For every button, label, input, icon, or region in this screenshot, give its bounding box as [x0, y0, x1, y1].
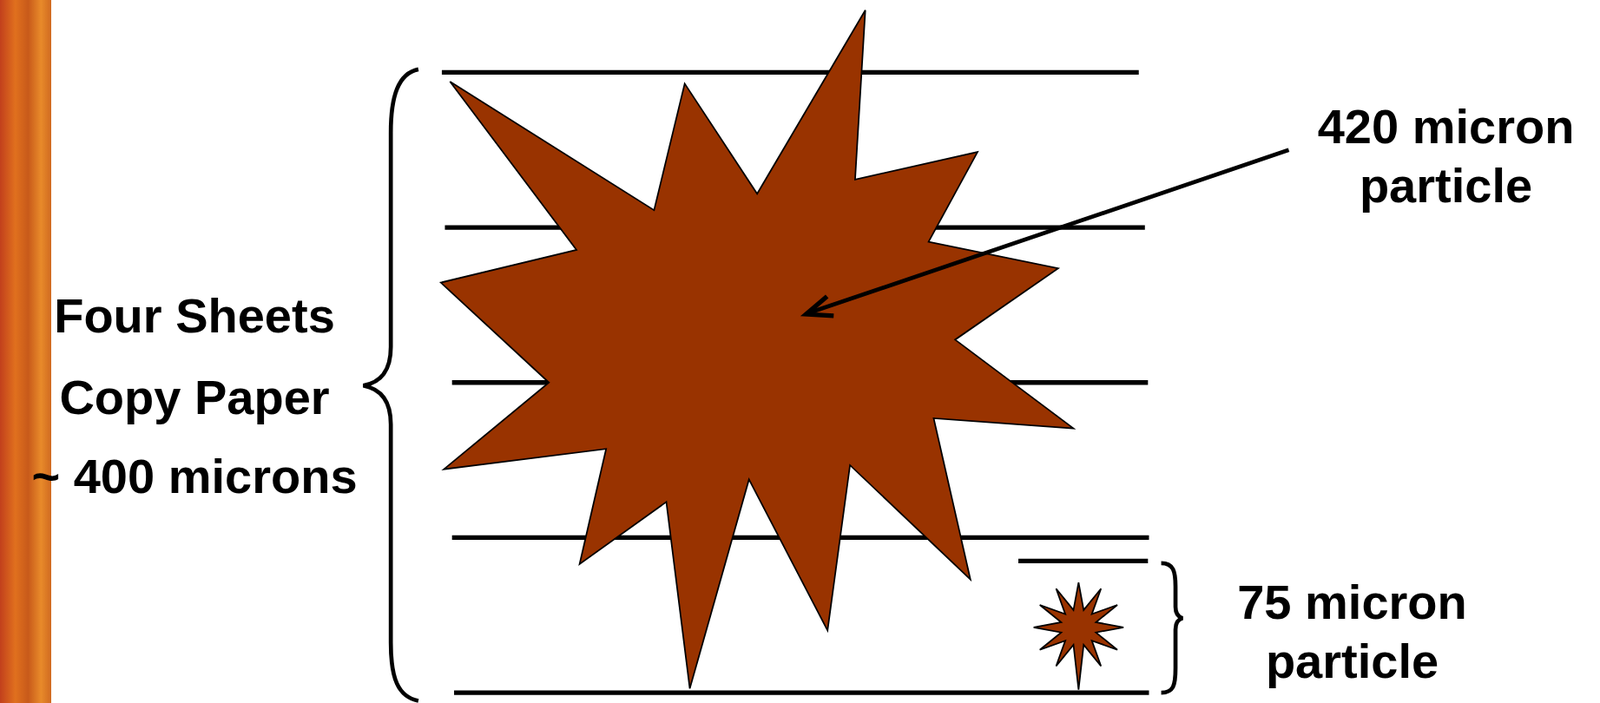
label-box: ~ 400 microns	[12, 447, 377, 507]
label-box: 420 micron particle	[1300, 97, 1592, 217]
leader-arrowhead	[806, 296, 835, 316]
small-particle	[1033, 582, 1124, 690]
particle-label: 75 micron particle	[1206, 572, 1498, 692]
left-brace	[362, 69, 418, 702]
leader-line	[808, 150, 1290, 314]
side-bar	[0, 0, 52, 703]
label-box: 75 micron particle	[1206, 572, 1498, 692]
brace-label: Copy Paper	[59, 368, 330, 428]
brace-label: Four Sheets	[53, 286, 336, 346]
right-bracket	[1161, 563, 1184, 693]
label-box: Four Sheets	[12, 286, 377, 346]
brace-label: ~ 400 microns	[31, 447, 357, 507]
particle-label: 420 micron particle	[1300, 97, 1592, 217]
large-particle	[441, 10, 1074, 690]
label-box: Copy Paper	[12, 368, 377, 428]
